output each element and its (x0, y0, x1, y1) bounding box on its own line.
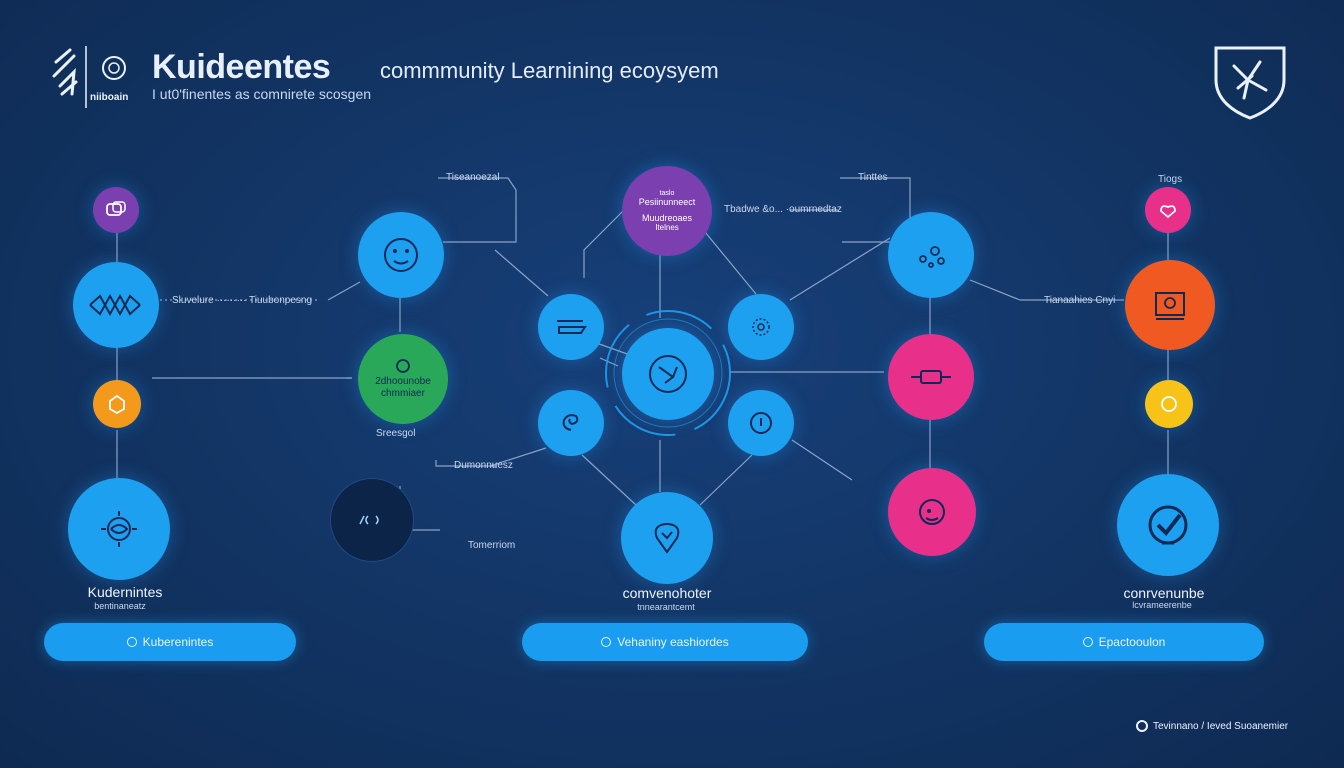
page-subtitle: I ut0'finentes as comnirete scosgen (152, 86, 372, 102)
center-main-node[interactable] (621, 492, 713, 584)
shield-badge-icon (1214, 46, 1286, 120)
shield-check-icon (1148, 505, 1188, 545)
center-lower-left-label: Dumonnuesz (454, 460, 513, 471)
right-yellow-node[interactable] (1145, 380, 1193, 428)
center-subcaption: tnnearantcemt (637, 602, 695, 612)
far-right-tag: Tiogs (1158, 174, 1183, 185)
left-pill-label: Kuberenintes (142, 635, 214, 649)
right-caption: conrvenunbe (1123, 585, 1205, 601)
gear-icon (752, 318, 770, 336)
chat-icon (106, 201, 126, 216)
terminal-node[interactable] (330, 478, 414, 562)
heart-icon (1160, 205, 1176, 219)
left-network-node[interactable] (73, 262, 159, 348)
center-hub-node[interactable] (622, 328, 714, 420)
purple-line2: Pesiinunneect (638, 197, 696, 207)
brand-title: Kuideentes (152, 48, 331, 86)
molecule-icon (919, 246, 945, 268)
purple-line1: taslo (659, 190, 675, 197)
center-right-bottom-node[interactable] (728, 390, 794, 456)
pill-dot-icon (1082, 637, 1093, 647)
board-icon (1155, 292, 1185, 320)
left-subcaption: bentinaneatz (94, 601, 146, 611)
left-orange-node[interactable] (93, 380, 141, 428)
pill-dot-icon (601, 637, 612, 647)
below-green-label: Sreesgol (376, 428, 416, 439)
molecule-node[interactable] (888, 212, 974, 298)
left-main-node[interactable] (68, 478, 170, 580)
laptop-icon (557, 320, 587, 334)
right-pill-button[interactable]: Epactooulon (984, 623, 1264, 661)
center-left-top-node[interactable] (538, 294, 604, 360)
green-node[interactable]: 2dhoounobe chmmiaer (358, 334, 448, 424)
center-right-top-node[interactable] (728, 294, 794, 360)
center-pill-label: Vehaniny eashiordes (617, 635, 729, 649)
left-caption: Kudernintes (87, 584, 163, 600)
pink-top-node[interactable] (888, 334, 974, 420)
kubernetes-logo-icon (52, 46, 126, 108)
pink-bottom-node[interactable] (888, 468, 976, 556)
face-icon (384, 238, 418, 272)
person-icon (396, 359, 410, 373)
center-left-bottom-node[interactable] (538, 390, 604, 456)
network-icon (89, 293, 141, 317)
face-node[interactable] (358, 212, 444, 298)
circle-icon (1161, 396, 1177, 412)
right-red-node[interactable] (1125, 260, 1215, 350)
top-right-tag: Tinttes (858, 172, 888, 183)
right-subcaption: lcvrameerenbe (1132, 600, 1192, 610)
purple-hub-node[interactable]: taslo Pesiinunneect Muudreoaes Itelnes (622, 166, 712, 256)
lower-middle-label: Tomerriom (468, 540, 516, 551)
green-node-label: 2dhoounobe chmmiaer (375, 376, 431, 399)
cube-icon (109, 394, 125, 415)
purple-line4: Itelnes (655, 223, 679, 232)
logo-caption: niiboain (90, 92, 129, 103)
graduation-icon (101, 511, 137, 547)
person-face-icon (919, 499, 945, 525)
center-caption: comvenohoter (622, 585, 712, 601)
right-pill-label: Epactooulon (1098, 635, 1166, 649)
left-top-node[interactable] (93, 187, 139, 233)
hub-icon (649, 355, 687, 393)
header-logo: niiboain (50, 42, 142, 112)
swirl-icon (562, 414, 579, 431)
footer-credit-text: Tevinnano / Ieved Suoanemier (1153, 720, 1289, 732)
top-left-tag: Tiseanoezal (446, 172, 500, 183)
info-icon (1136, 720, 1148, 732)
left-connector-label: Sluvelure ········· Tiuubonpesng (172, 295, 313, 306)
page-title: commmunity Learnining ecoysyem (380, 58, 719, 83)
location-icon (654, 523, 680, 554)
footer-credit: Tevinnano / Ieved Suoanemier (1136, 720, 1288, 732)
right-connector-label: Tianaahies Cnyi (1044, 295, 1116, 306)
target-icon (750, 412, 772, 434)
center-top-right-label: Tbadwe &o... ·oumrnedtaz (724, 204, 842, 215)
purple-line3: Muudreoaes (641, 213, 693, 223)
pill-dot-icon (126, 637, 137, 647)
code-icon (359, 515, 379, 525)
right-main-node[interactable] (1117, 474, 1219, 576)
shield-badge (1208, 40, 1292, 120)
right-top-node[interactable] (1145, 187, 1191, 233)
center-pill-button[interactable]: Vehaniny eashiordes (522, 623, 808, 661)
bus-icon (911, 370, 951, 384)
left-pill-button[interactable]: Kuberenintes (44, 623, 296, 661)
